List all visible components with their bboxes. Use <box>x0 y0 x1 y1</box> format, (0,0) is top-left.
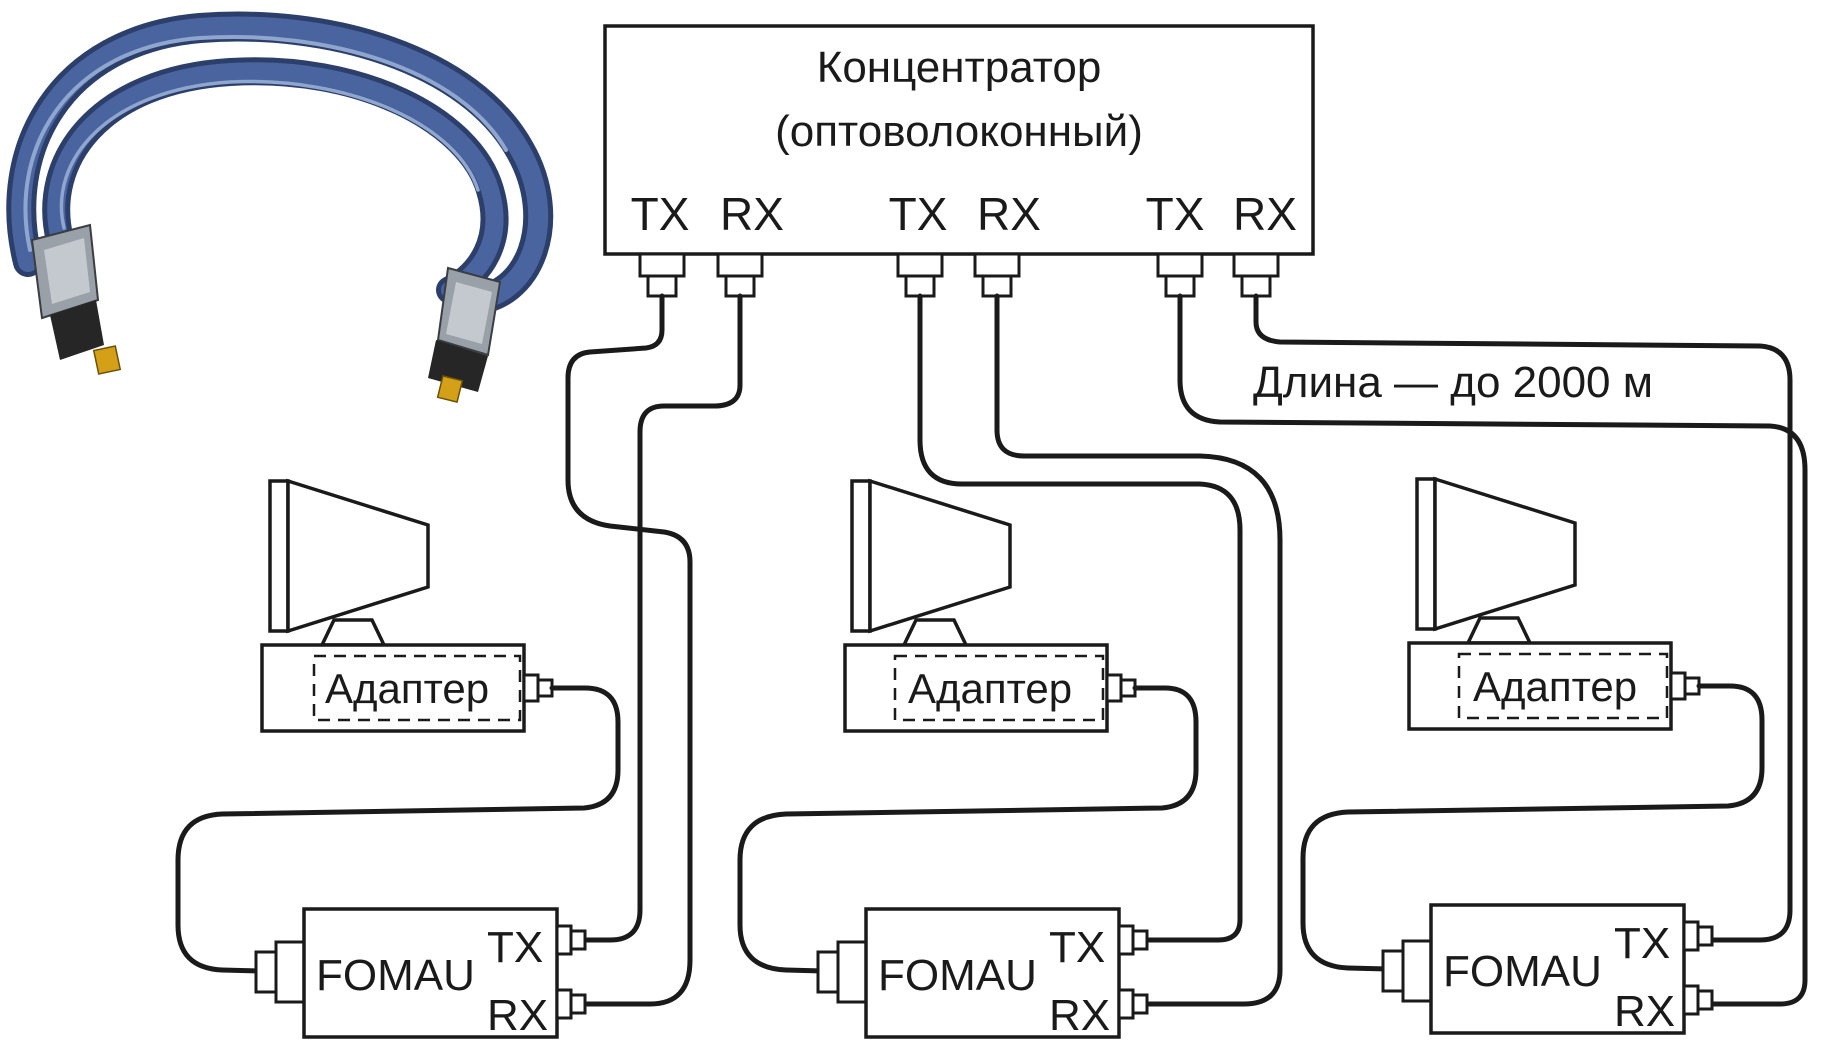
adapter-dashed-outline <box>312 654 522 722</box>
fomau-tx-connector <box>1682 920 1714 952</box>
fiber-cables <box>565 293 1808 1007</box>
hub-port-1-tx: TX <box>631 188 690 240</box>
cable-hub3-tx <box>1177 293 1808 1007</box>
hub-port-3-rx: RX <box>1233 188 1297 240</box>
cable-hub1-tx <box>565 293 693 1007</box>
computer-terminal-icon <box>1415 476 1577 645</box>
station-2: Адаптер FOMAU TX RX <box>737 478 1199 1040</box>
fomau-rx-label: RX <box>1614 987 1675 1036</box>
adapter-label: Адаптер <box>1473 663 1637 710</box>
fomau-tx-label: TX <box>1049 923 1105 972</box>
hub-subtitle: (оптоволоконный) <box>775 107 1143 156</box>
fomau-rx-connector <box>555 988 587 1020</box>
fomau-tx-connector <box>1117 924 1149 956</box>
fomau-left-connector <box>254 940 308 1004</box>
cable-hub1-rx <box>582 293 743 943</box>
hub-connector <box>973 252 1021 298</box>
hub-title: Концентратор <box>817 43 1102 92</box>
adapter-box <box>1407 641 1673 731</box>
adapter-connector <box>522 673 554 703</box>
adapter-label: Адаптер <box>908 665 1072 712</box>
hub-port-3-tx: TX <box>1146 188 1205 240</box>
hub-port-2-tx: TX <box>889 188 948 240</box>
adapter-dashed-outline <box>893 654 1105 722</box>
cable-hub3-rx <box>1253 293 1793 943</box>
hub-connector <box>1156 252 1204 298</box>
fomau-box <box>1429 903 1686 1035</box>
fomau-rx-connector <box>1117 988 1149 1020</box>
hub-port-2-rx: RX <box>977 188 1041 240</box>
fomau-unit: FOMAU TX RX <box>1381 903 1714 1036</box>
fomau-rx-connector <box>1682 984 1714 1016</box>
computer-terminal-icon <box>850 478 1012 647</box>
computer-terminal-icon <box>268 478 430 647</box>
hub-connector <box>638 252 686 298</box>
fomau-rx-label: RX <box>1049 991 1110 1040</box>
fomau-tx-label: TX <box>1614 919 1670 968</box>
fomau-box <box>864 907 1121 1039</box>
hub-port-1-rx: RX <box>720 188 784 240</box>
adapter-label: Адаптер <box>325 665 489 712</box>
fomau-label: FOMAU <box>1443 947 1602 996</box>
fomau-tx-connector <box>555 924 587 956</box>
fomau-left-connector <box>1381 939 1435 1003</box>
cable-adapter-to-fomau <box>1300 683 1765 972</box>
hub-connector <box>1232 252 1280 298</box>
right-plug-icon <box>428 266 502 404</box>
fomau-label: FOMAU <box>316 951 475 1000</box>
fomau-unit: FOMAU TX RX <box>254 907 587 1040</box>
cable-adapter-to-fomau <box>737 685 1199 974</box>
adapter-connector <box>1105 673 1137 703</box>
station-3: Адаптер FOMAU TX RX <box>1300 476 1765 1036</box>
length-note: Длина — до 2000 м <box>1253 358 1653 407</box>
fomau-left-connector <box>816 940 870 1004</box>
fomau-unit: FOMAU TX RX <box>816 907 1149 1040</box>
cable-adapter-to-fomau <box>175 685 621 974</box>
cable-hub2-tx <box>917 293 1243 943</box>
hub-connector <box>716 252 764 298</box>
station-1: Адаптер FOMAU TX RX <box>175 478 621 1040</box>
adapter-box <box>843 643 1109 733</box>
fomau-box <box>302 907 559 1039</box>
cable-hub2-rx <box>994 293 1283 1007</box>
adapter-connector <box>1669 671 1701 701</box>
left-plug-icon <box>30 223 122 375</box>
fomau-rx-label: RX <box>487 991 548 1040</box>
hub-connector <box>896 252 944 298</box>
fomau-label: FOMAU <box>878 951 1037 1000</box>
hub-box <box>603 24 1315 256</box>
adapter-dashed-outline <box>1457 652 1669 720</box>
hub: Концентратор (оптоволоконный) TX RX TX R… <box>603 24 1315 298</box>
optical-cable-icon <box>6 11 554 404</box>
fomau-tx-label: TX <box>487 923 543 972</box>
